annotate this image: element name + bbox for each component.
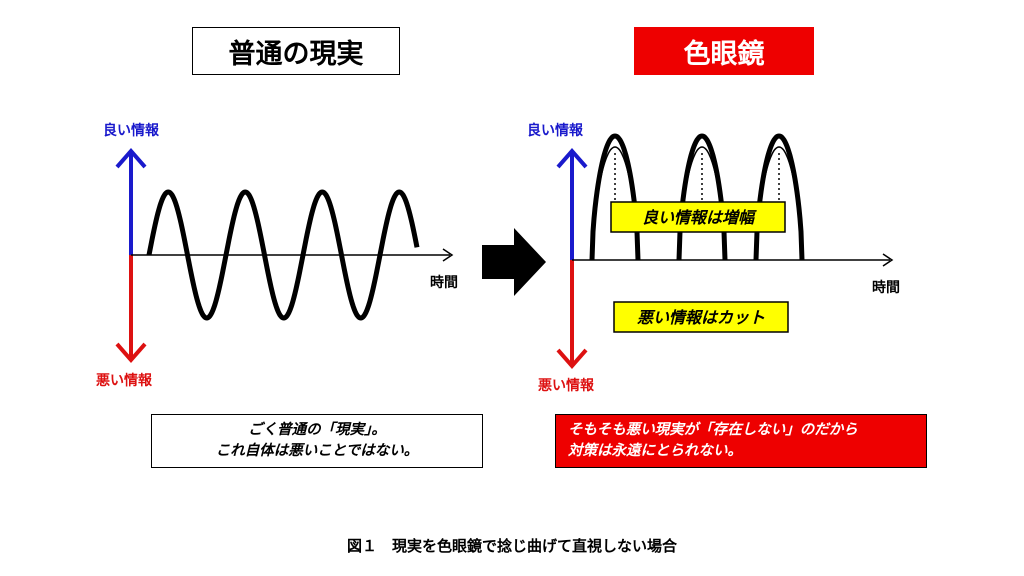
right-x-axis [572,253,894,267]
tinted-glasses-title: 色眼鏡 [634,27,814,75]
caption-line: 対策は永遠にとられない。 [568,443,742,459]
original-peak-outline [678,146,726,261]
left-y-axis-good [115,147,147,255]
right-y-axis-good [556,147,588,260]
right-good-info-label: 良い情報 [527,122,584,139]
amplify-callout-text: 良い情報は増幅 [642,208,757,227]
tinted-glasses-caption: そもそも悪い現実が「存在しない」のだから 対策は永遠にとられない。 [555,414,927,468]
normal-reality-title: 普通の現実 [192,27,400,75]
caption-line: これ自体は悪いことではない。 [215,443,419,459]
cut-callout: 悪い情報はカット [613,301,789,333]
amplified-peak [753,133,805,261]
right-bad-info-label: 悪い情報 [538,377,595,394]
transition-arrow [482,228,546,296]
left-good-info-label: 良い情報 [103,122,160,139]
amplified-peak [676,133,728,261]
caption-line: ごく普通の「現実」。 [248,422,386,438]
original-peak-outline [591,146,639,261]
left-bad-info-label: 悪い情報 [96,372,153,389]
left-x-axis [131,248,454,262]
right-y-axis-bad [556,260,588,370]
figure-caption: 図１ 現実を色眼鏡で捻じ曲げて直視しない場合 [346,537,677,555]
original-peak-outline [755,146,803,261]
cut-callout-text: 悪い情報はカット [637,308,765,327]
normal-reality-caption: ごく普通の「現実」。 これ自体は悪いことではない。 [151,414,483,468]
amplified-peak [589,133,641,261]
left-time-label: 時間 [430,274,458,291]
amplified-peaks [589,133,805,261]
amplify-callout: 良い情報は増幅 [610,201,786,233]
right-time-label: 時間 [872,279,900,296]
caption-line: そもそも悪い現実が「存在しない」のだから [568,422,858,438]
left-y-axis-bad [115,255,147,364]
sine-wave [146,189,420,321]
